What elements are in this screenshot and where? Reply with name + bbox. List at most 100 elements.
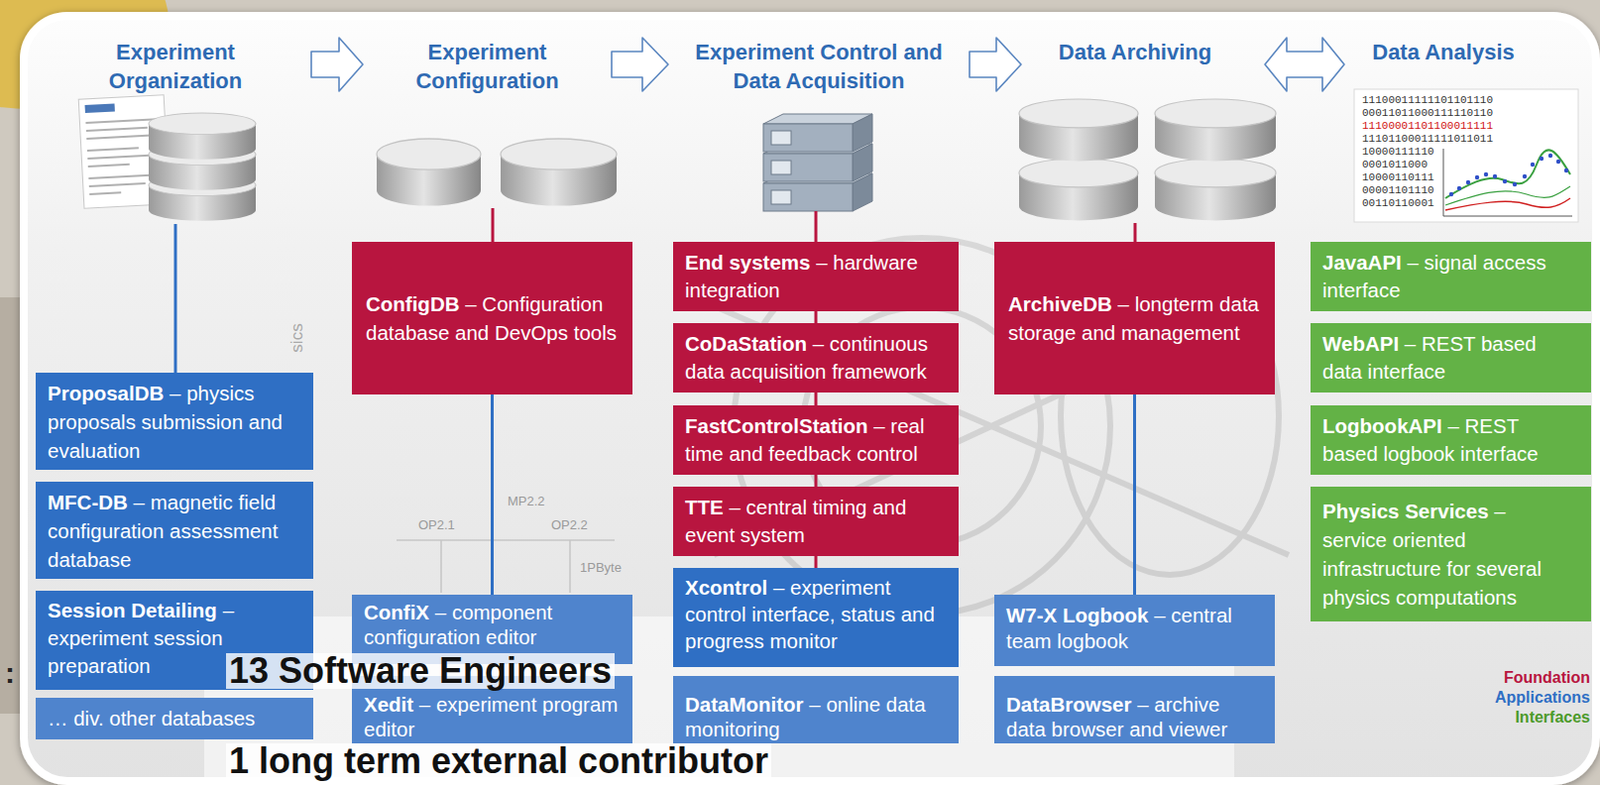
analysis-chart xyxy=(1449,153,1569,197)
component-box: LogbookAPI– REST based logbook interface xyxy=(1310,405,1592,475)
component-box: Xcontrol– experiment control interface, … xyxy=(673,568,959,668)
stage-heading: Experiment Organization xyxy=(76,37,275,96)
config-disks xyxy=(500,138,617,207)
team-note: 1 long term external contributor xyxy=(226,743,772,780)
component-name: Xedit xyxy=(363,692,414,716)
server-stack xyxy=(852,114,873,152)
analysis-chart xyxy=(1445,186,1571,206)
box-text: Xedit– experiment program editor xyxy=(363,691,623,742)
connector-line xyxy=(814,311,818,324)
server-stack xyxy=(763,114,873,212)
analysis-chart xyxy=(1564,168,1569,173)
connector-line xyxy=(814,392,818,406)
server-stack xyxy=(763,153,853,182)
box-text: LogbookAPI– REST based logbook interface xyxy=(1322,412,1576,468)
analysis-chart xyxy=(1512,182,1517,187)
component-box: … div. other databases xyxy=(35,697,314,740)
archive-disks xyxy=(1019,158,1139,221)
component-name: ArchiveDB xyxy=(1008,292,1113,316)
component-box: WebAPI– REST based data interface xyxy=(1310,323,1592,393)
binary-data: 00011011000111110110 xyxy=(1362,107,1493,120)
analysis-chart xyxy=(1475,175,1480,180)
analysis-chart xyxy=(1445,198,1571,211)
box-text: ConfiX– component configuration editor xyxy=(363,599,623,650)
binary-data: 11100011111101101110 xyxy=(1362,94,1493,108)
faint-diagram xyxy=(396,539,615,542)
box-text: MFC-DB– magnetic field configuration ass… xyxy=(47,487,302,574)
analysis-chart xyxy=(1443,148,1573,217)
box-text: Xcontrol– experiment control interface, … xyxy=(685,573,947,655)
component-name: Physics Services xyxy=(1322,499,1489,523)
binary-data: 11100001101100011111 xyxy=(1362,119,1493,133)
box-text: ArchiveDB– longterm data storage and man… xyxy=(1008,289,1265,347)
background-text: 1PByte xyxy=(579,560,622,576)
component-name: ConfiX xyxy=(363,600,430,624)
component-box: TTE– central timing and event system xyxy=(673,486,959,557)
connector-line xyxy=(490,394,494,595)
analysis-chart xyxy=(1457,186,1462,191)
header-arrows xyxy=(611,37,669,92)
server-stack xyxy=(771,130,792,145)
layer-key: Foundation xyxy=(1503,668,1591,688)
component-name: Xcontrol xyxy=(685,575,768,599)
component-description: … div. other databases xyxy=(47,706,255,730)
connector-line xyxy=(814,556,818,569)
server-stack xyxy=(763,183,853,212)
background-text: OP2.1 xyxy=(418,517,456,534)
config-disks xyxy=(376,138,617,207)
stage-heading: Experiment Control and Data Acquisition xyxy=(672,37,966,96)
binary-data: 00110110001 xyxy=(1362,197,1435,211)
component-name: W7-X Logbook xyxy=(1006,603,1148,627)
layer-key: Interfaces xyxy=(1514,707,1591,728)
component-name: ProposalDB xyxy=(47,381,164,405)
component-box: FastControlStation– real time and feedba… xyxy=(673,405,959,475)
analysis-chart xyxy=(1492,174,1497,179)
connector-line xyxy=(814,474,818,487)
server-stack xyxy=(771,190,792,205)
database-stack xyxy=(148,113,256,160)
box-text: DataMonitor– online data monitoring xyxy=(685,691,947,742)
box-text: … div. other databases xyxy=(47,704,302,733)
analysis-chart xyxy=(1449,192,1454,197)
component-box: DataMonitor– online data monitoring xyxy=(673,676,959,744)
component-box: End systems– hardware integration xyxy=(673,241,959,312)
icon-leads xyxy=(814,211,818,242)
faint-diagram xyxy=(440,540,443,593)
white-panel xyxy=(23,15,1597,782)
component-name: CoDaStation xyxy=(685,332,807,355)
analysis-chart xyxy=(1502,179,1507,184)
component-name: End systems xyxy=(685,250,810,274)
header-arrows xyxy=(969,37,1022,92)
component-name: Session Detailing xyxy=(47,598,218,622)
box-text: JavaAPI– signal access interface xyxy=(1322,248,1576,305)
slide-fragment: : xyxy=(4,656,15,690)
stage-heading: Data Analysis xyxy=(1358,37,1529,67)
component-box: MFC-DB– magnetic field configuration ass… xyxy=(35,481,314,579)
box-text: CoDaStation– continuous data acquisition… xyxy=(685,330,947,386)
component-box: W7-X Logbook– central team logbook xyxy=(994,594,1275,667)
analysis-chart xyxy=(1354,89,1579,223)
background-text: MP2.2 xyxy=(507,493,546,510)
component-box: Physics Services– service oriented infra… xyxy=(1310,486,1592,622)
analysis-chart xyxy=(1522,174,1527,179)
analysis-chart xyxy=(1484,172,1488,177)
archive-disks xyxy=(1154,158,1276,221)
icon-leads xyxy=(491,208,495,242)
archive-disks xyxy=(1154,99,1276,161)
component-name: JavaAPI xyxy=(1322,250,1402,274)
faint-diagram xyxy=(569,540,572,593)
component-name: ConfigDB xyxy=(365,292,460,316)
component-name: TTE xyxy=(685,495,724,519)
component-box: ArchiveDB– longterm data storage and man… xyxy=(994,241,1275,395)
config-disks xyxy=(376,138,481,207)
icon-leads xyxy=(1134,223,1138,242)
box-text: DataBrowser– archive data browser and vi… xyxy=(1006,691,1263,742)
database-stack xyxy=(148,113,256,222)
box-text: Physics Services– service oriented infra… xyxy=(1322,496,1576,612)
header-arrows xyxy=(311,37,363,92)
archive-disks xyxy=(1019,99,1139,161)
box-text: WebAPI– REST based data interface xyxy=(1322,330,1576,386)
